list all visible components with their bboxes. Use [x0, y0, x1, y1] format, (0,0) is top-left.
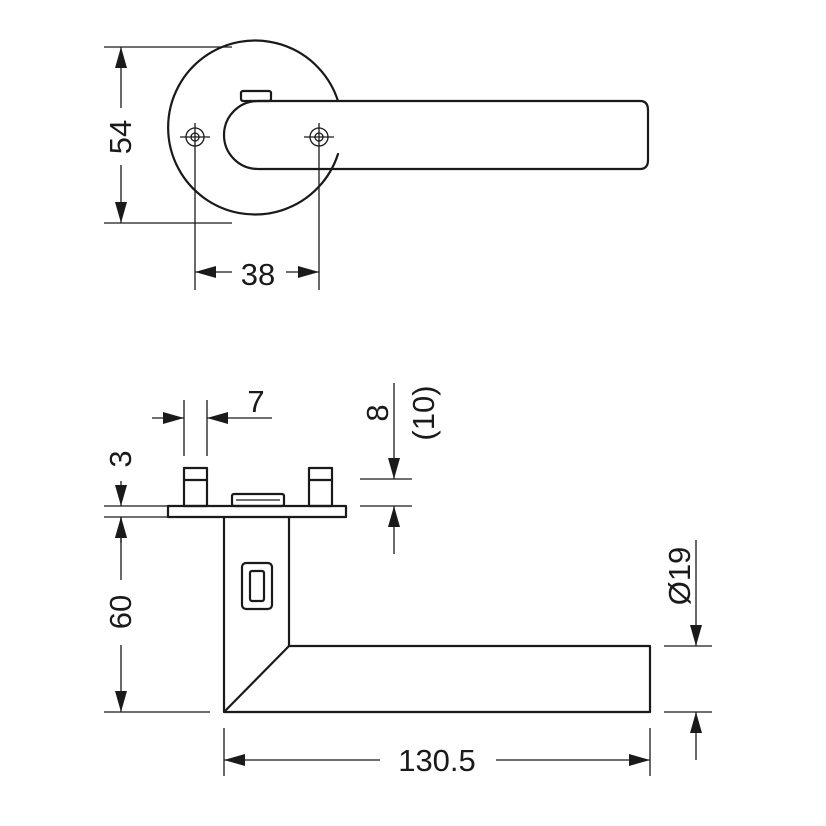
- dim-projection-label: 60: [103, 595, 138, 629]
- pin-right: [307, 466, 334, 508]
- dim-height-label: 54: [103, 120, 138, 154]
- lever-body: [222, 515, 652, 714]
- latch-clip: [239, 89, 273, 103]
- screw-hole-right-icon: [304, 123, 334, 290]
- dim-lever-length-label: 130.5: [398, 743, 476, 778]
- rose-outline: [167, 39, 340, 216]
- dim-rose-thickness-label: 8: [360, 404, 395, 421]
- dimension-38: 38: [195, 257, 319, 292]
- side-view: 7 3 8 (10): [103, 383, 712, 778]
- dimension-diameter-19: Ø19: [662, 540, 712, 760]
- screw-hole-left-icon: [180, 123, 210, 290]
- dim-lever-diameter-label: Ø19: [662, 547, 697, 606]
- dimension-8-10: 8 (10): [360, 383, 441, 554]
- rose-plate: [166, 504, 348, 519]
- lever-arm: [222, 99, 650, 171]
- dimension-3: 3: [103, 450, 168, 543]
- dim-pin-width-label: 7: [247, 384, 264, 419]
- dim-pin-height-label: 3: [103, 450, 138, 467]
- dimension-54: 54: [103, 46, 232, 224]
- dimension-7: 7: [152, 384, 272, 456]
- dimension-60: 60: [103, 517, 210, 713]
- dim-rose-thickness-alt-label: (10): [406, 385, 441, 440]
- pin-left: [182, 466, 209, 508]
- dim-screw-spacing-label: 38: [241, 257, 275, 292]
- grub-screw-icon: [240, 561, 274, 611]
- dimension-130-5: 130.5: [223, 728, 651, 778]
- top-view: 54 38: [103, 39, 650, 292]
